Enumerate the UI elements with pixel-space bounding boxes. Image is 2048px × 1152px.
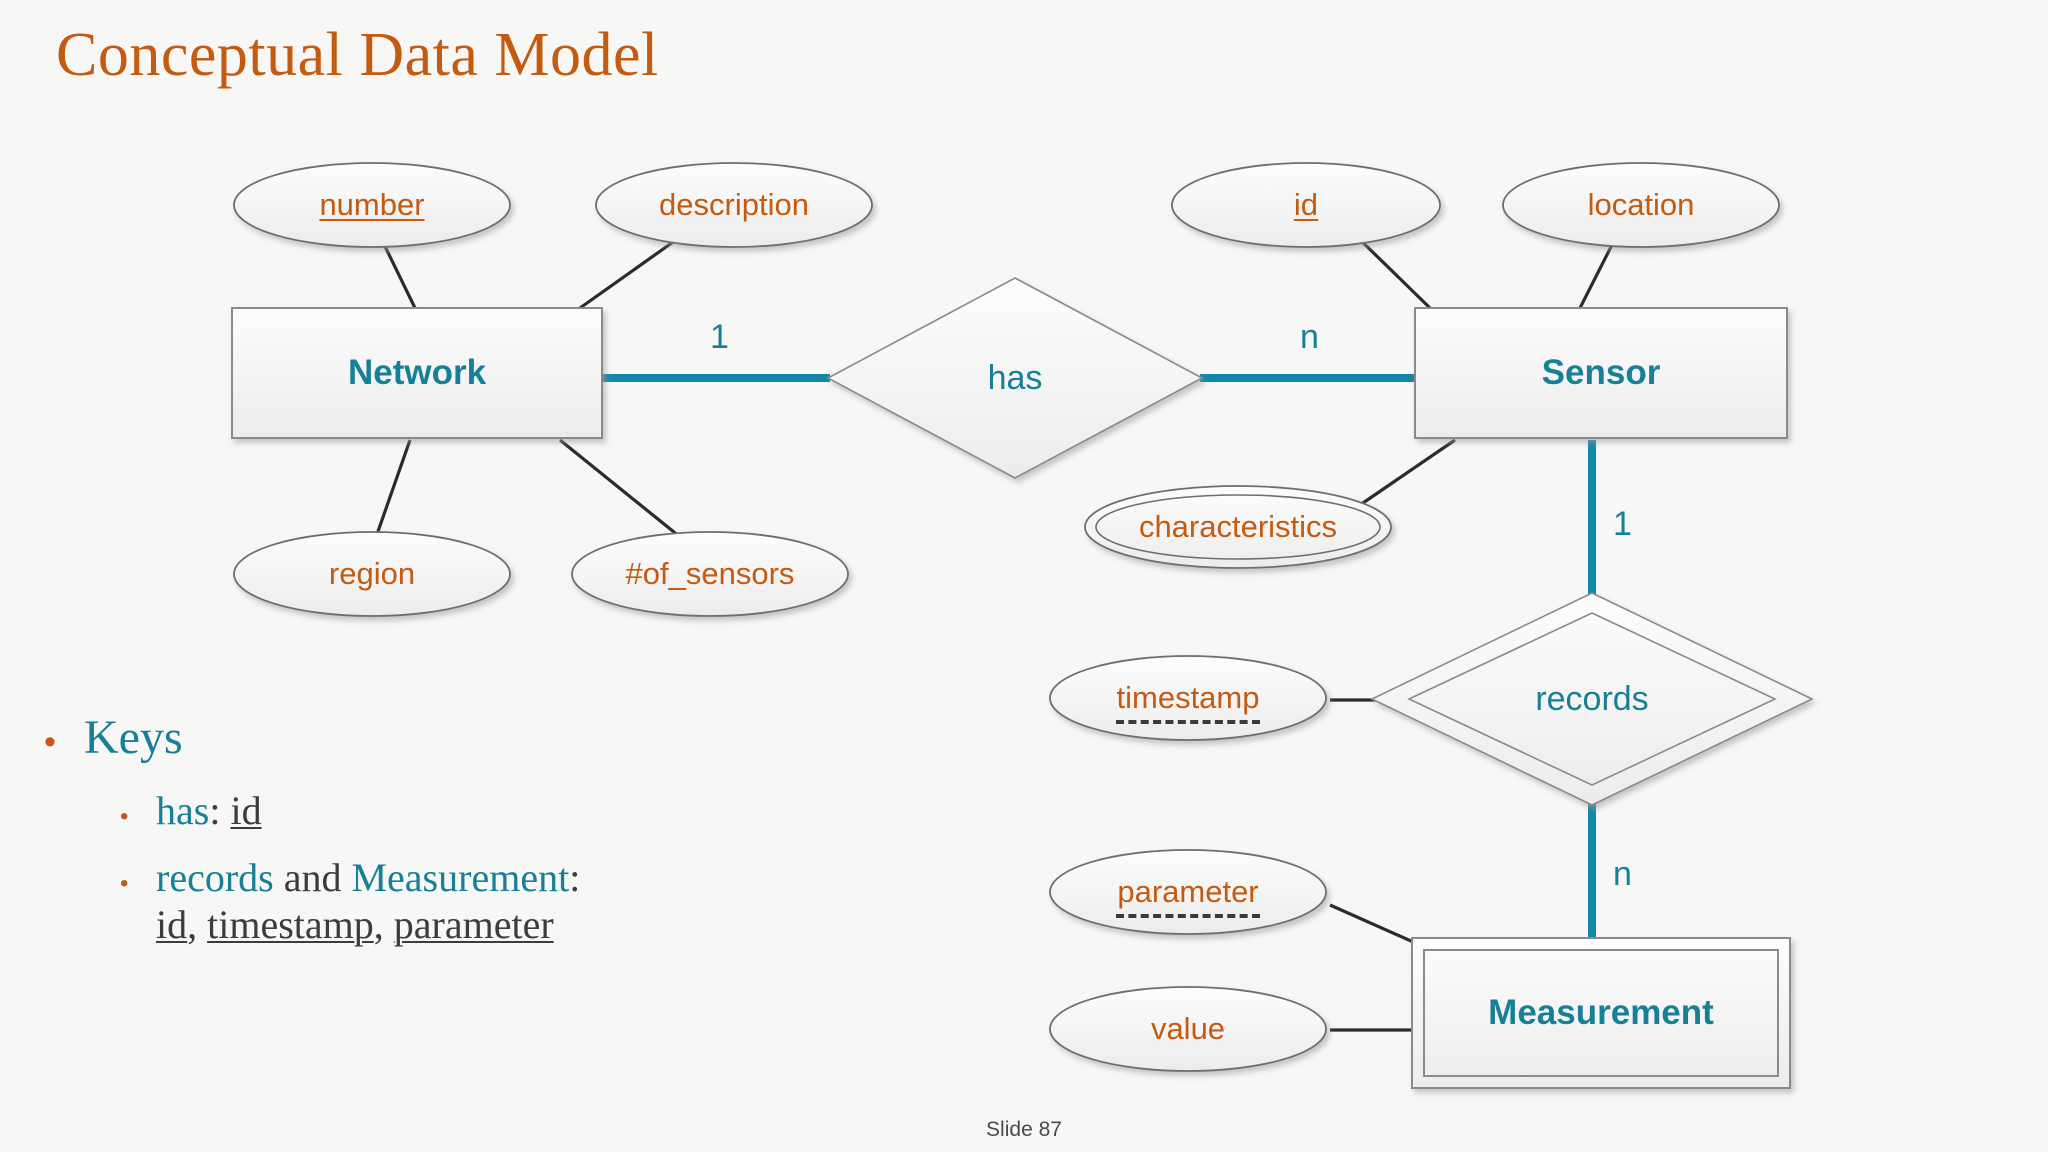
keys-item-records-conjunction: and xyxy=(273,855,352,901)
keys-item-measurement-name: Measurement xyxy=(351,855,570,901)
entity-measurement-shape[interactable] xyxy=(1411,937,1791,1089)
keys-section: • Keys • has: id • records and Measureme… xyxy=(44,710,804,963)
keys-item-has-key-id: id xyxy=(230,788,262,833)
entity-network-shape[interactable] xyxy=(231,307,603,439)
cardinality-network-has: 1 xyxy=(710,318,729,356)
keys-comma-2: , xyxy=(373,902,394,948)
keys-item-has-name: has xyxy=(156,788,210,833)
attribute-value-shape[interactable] xyxy=(1049,986,1327,1072)
attribute-location-shape[interactable] xyxy=(1502,162,1780,248)
attribute-number-shape[interactable] xyxy=(233,162,511,248)
bullet-dot-icon: • xyxy=(120,803,129,830)
attribute-description-shape[interactable] xyxy=(595,162,873,248)
keys-item-records-name: records xyxy=(156,855,274,901)
keys-item-has-separator: : xyxy=(209,788,231,833)
attribute-connector-lines xyxy=(373,226,1619,1032)
attribute-region-shape[interactable] xyxy=(233,531,511,617)
keys-heading-bullet: • Keys xyxy=(44,710,804,765)
keys-item-records-key-id: id xyxy=(156,902,188,948)
cardinality-sensor-records: 1 xyxy=(1613,505,1632,543)
bullet-dot-icon: • xyxy=(44,723,56,761)
keys-heading: Keys xyxy=(84,711,183,764)
bullet-dot-icon: • xyxy=(120,870,129,898)
relationship-records-shape[interactable] xyxy=(1370,592,1814,806)
keys-item-records-key-timestamp: timestamp xyxy=(207,902,374,948)
attribute-timestamp-shape[interactable] xyxy=(1049,655,1327,741)
page-title: Conceptual Data Model xyxy=(56,21,659,89)
keys-item-records-separator: : xyxy=(569,855,581,901)
keys-comma-1: , xyxy=(187,902,208,948)
cardinality-records-measurement: n xyxy=(1613,855,1632,893)
cardinality-has-sensor: n xyxy=(1300,318,1319,356)
attribute-characteristics-shape[interactable] xyxy=(1084,485,1392,569)
keys-item-records: • records and Measurement: id, timestamp… xyxy=(120,854,804,948)
attribute-parameter-shape[interactable] xyxy=(1049,849,1327,935)
relationship-has-shape[interactable] xyxy=(826,277,1204,479)
relationship-connector-lines xyxy=(600,374,1596,940)
keys-item-records-key-parameter: parameter xyxy=(393,902,554,948)
attribute-id-shape[interactable] xyxy=(1171,162,1441,248)
keys-item-has: • has: id xyxy=(120,787,804,834)
entity-sensor-shape[interactable] xyxy=(1414,307,1788,439)
slide-footer: Slide 87 xyxy=(986,1118,1062,1141)
attribute-of-sensors-shape[interactable] xyxy=(571,531,849,617)
